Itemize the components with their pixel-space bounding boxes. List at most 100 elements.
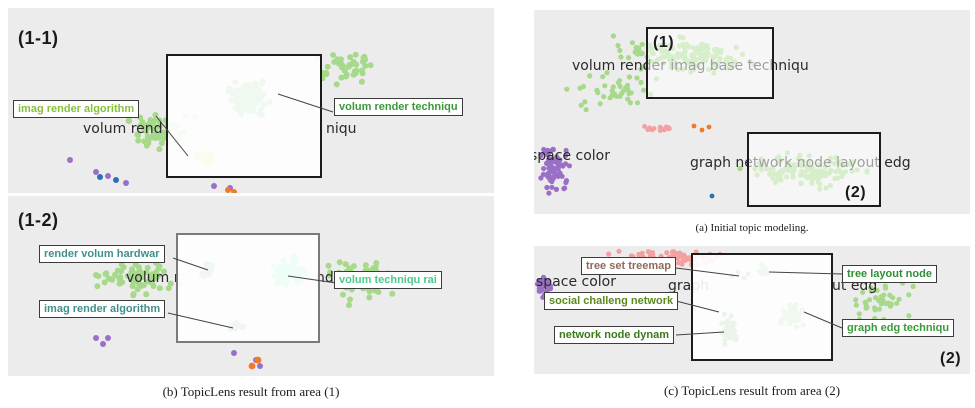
scatter-point	[627, 100, 633, 106]
scatter-point	[645, 249, 651, 255]
lens-1-1	[166, 54, 322, 178]
scatter-point	[876, 306, 882, 312]
label-render-volum-hardwar: render volum hardwar	[39, 245, 165, 263]
scatter-point	[544, 184, 550, 191]
scatter-point	[336, 259, 343, 266]
scatter-point	[541, 166, 547, 172]
scatter-point	[254, 356, 262, 364]
scatter-point	[158, 140, 165, 147]
scatter-point	[604, 70, 610, 76]
scatter-point	[334, 56, 341, 63]
scatter-point	[93, 169, 99, 175]
scatter-point	[116, 274, 123, 281]
scatter-point	[642, 124, 647, 129]
caption-b: (b) TopicLens result from area (1)	[162, 384, 340, 399]
scatter-point	[626, 91, 632, 97]
scatter-point	[257, 363, 263, 369]
scatter-point	[538, 175, 544, 181]
scatter-point	[389, 290, 396, 297]
scatter-point	[639, 50, 645, 56]
scatter-point	[549, 156, 555, 162]
scatter-point	[128, 273, 135, 280]
scatter-point	[161, 268, 167, 275]
scatter-point	[882, 283, 888, 289]
scatter-point	[545, 152, 551, 158]
scatter-point	[101, 279, 108, 286]
scatter-point	[118, 268, 125, 275]
scatter-point	[868, 285, 874, 291]
scatter-point	[545, 147, 551, 153]
scatter-point	[676, 260, 682, 266]
scatter-point	[618, 54, 624, 60]
scatter-point	[549, 184, 555, 190]
label-volum-techniqu-rai: volum techniqu rai	[334, 271, 442, 289]
scatter-point	[625, 96, 631, 102]
scatter-point	[211, 183, 217, 189]
scatter-point	[338, 74, 345, 81]
scatter-point	[609, 92, 615, 98]
scatter-point	[706, 124, 712, 130]
scatter-point	[601, 94, 607, 100]
panel-c-bg-topic: space color	[536, 274, 616, 290]
lens-1-2	[176, 233, 320, 343]
panel-c-tag: (2)	[940, 350, 962, 367]
scatter-point	[595, 90, 601, 96]
scatter-point	[615, 79, 621, 86]
caption-c: (c) TopicLens result from area (2)	[663, 383, 841, 398]
scatter-point	[629, 40, 635, 46]
scatter-point	[860, 289, 866, 295]
scatter-point	[143, 291, 150, 298]
scatter-point	[367, 62, 374, 69]
label-graph-edg-techniqu: graph edg techniqu	[842, 319, 955, 337]
scatter-point	[146, 278, 152, 285]
scatter-point	[566, 163, 572, 169]
scatter-point	[625, 55, 632, 61]
panel-b-bg-topic: volum r	[126, 270, 180, 286]
scatter-point	[135, 264, 142, 271]
scatter-point	[613, 93, 619, 99]
scatter-point	[350, 60, 356, 67]
scatter-point	[139, 270, 146, 277]
scatter-point	[863, 305, 869, 311]
scatter-point	[554, 154, 560, 160]
scatter-point	[147, 117, 154, 123]
scatter-point	[324, 63, 331, 70]
scatter-point	[125, 117, 132, 124]
scatter-point	[638, 79, 644, 85]
panel-b-bg-topic: niqu	[326, 121, 357, 137]
scatter-point	[658, 125, 663, 131]
scatter-point	[95, 273, 102, 280]
scatter-point	[906, 313, 912, 319]
scatter-point	[563, 147, 569, 154]
scatter-point	[887, 303, 893, 309]
scatter-point	[113, 177, 119, 183]
scatter-point	[358, 78, 365, 85]
scatter-point	[97, 174, 103, 180]
scatter-point	[327, 269, 334, 276]
label-tree-set-treemap: tree set treemap	[581, 257, 676, 275]
scatter-point	[561, 186, 567, 192]
scatter-point	[538, 282, 544, 288]
scatter-point	[645, 127, 651, 133]
scatter-point	[597, 101, 603, 107]
lens-area-2-tag: (2)	[845, 184, 867, 201]
scatter-point	[853, 302, 859, 308]
scatter-point	[105, 173, 111, 179]
scatter-point	[649, 250, 655, 256]
scatter-point	[580, 83, 586, 90]
scatter-point	[140, 282, 147, 288]
lens-2	[691, 253, 833, 361]
scatter-point	[582, 99, 588, 105]
scatter-point	[874, 287, 880, 293]
scatter-point	[863, 301, 869, 307]
caption-a: (a) Initial topic modeling.	[695, 222, 809, 234]
scatter-point	[625, 82, 631, 88]
scatter-point	[135, 137, 142, 144]
scatter-point	[546, 190, 552, 196]
scatter-point	[639, 41, 645, 47]
scatter-point	[338, 61, 345, 68]
scatter-point	[144, 133, 151, 140]
scatter-point	[135, 132, 142, 139]
scatter-point	[350, 71, 357, 78]
scatter-point	[248, 362, 256, 370]
